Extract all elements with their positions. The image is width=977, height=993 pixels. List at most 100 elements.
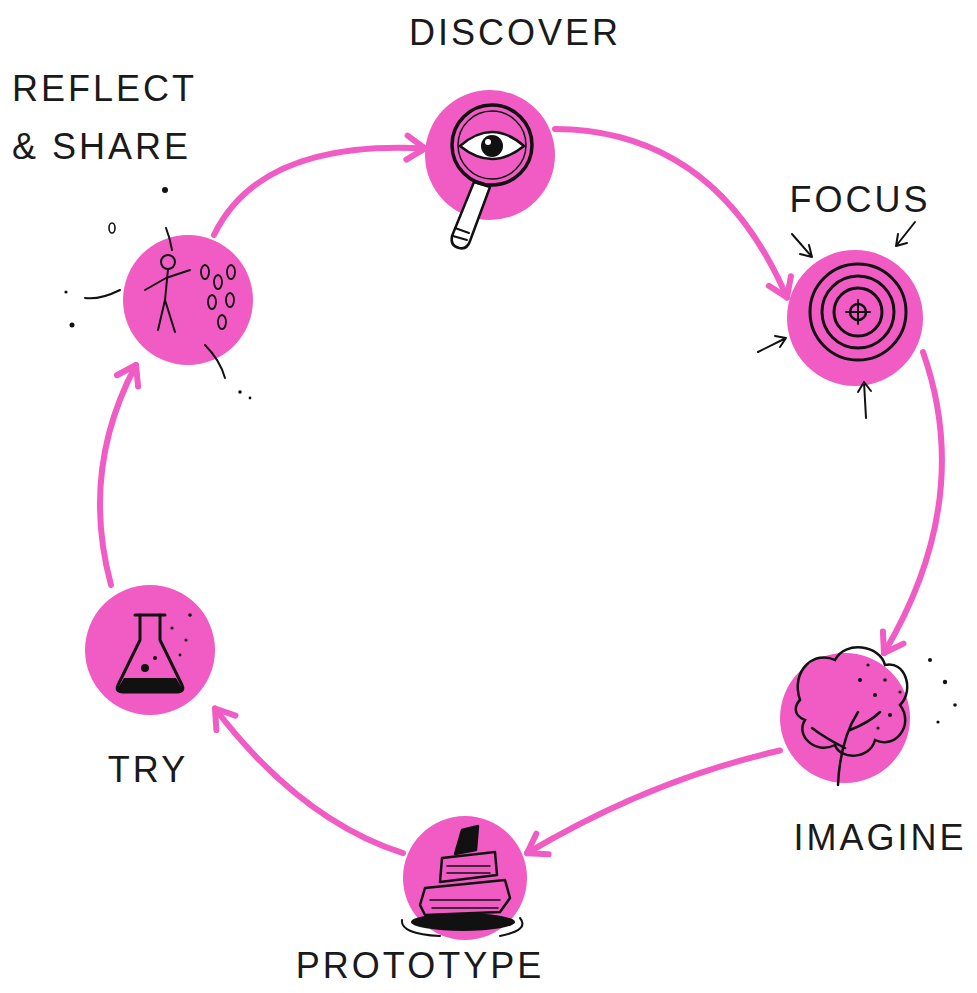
dot [883, 678, 887, 682]
person-body [145, 269, 190, 332]
dot [873, 693, 877, 697]
block [420, 880, 510, 915]
tree-trunk [812, 712, 880, 785]
dot [876, 726, 879, 729]
tree-crown [796, 647, 907, 755]
pointer-arrow [896, 222, 915, 246]
dot [936, 720, 939, 723]
block-hatch [430, 900, 500, 908]
cycle-arrow [527, 751, 780, 855]
stage-node: FOCUS [787, 250, 923, 386]
target-ring [810, 264, 906, 360]
stage-node: TRY [85, 585, 215, 715]
pink-disc [403, 816, 527, 940]
dot [249, 397, 252, 400]
pointer-arrow [858, 382, 871, 418]
crosshair [846, 300, 870, 324]
dot [64, 290, 67, 293]
audience-figure [208, 295, 216, 309]
dot [953, 703, 957, 707]
dot-ring [109, 223, 115, 233]
cycle-arrow [215, 709, 403, 854]
arrow-head [883, 631, 904, 653]
flask-icon [117, 613, 192, 692]
audience-figure [226, 293, 234, 307]
dot [238, 390, 242, 394]
arrow-curve [215, 709, 403, 854]
target-ring [834, 288, 882, 336]
cycle-arrow [883, 352, 942, 653]
audience-figure [201, 265, 209, 279]
block [440, 852, 497, 882]
bubble [153, 656, 157, 660]
arrow-head [769, 276, 791, 297]
stage-label: TRY [108, 749, 188, 790]
stage-node: IMAGINE [780, 653, 910, 783]
arrow-head [406, 136, 425, 160]
handle-stripe [453, 228, 469, 240]
stage-label: DISCOVER [409, 12, 621, 53]
flask-outline [117, 615, 183, 692]
arrow-head [215, 709, 235, 731]
eye-glint [485, 139, 491, 145]
arrow-head [527, 834, 549, 855]
stage-node: DISCOVER [425, 90, 555, 220]
pink-disc [123, 235, 253, 365]
target-ring [822, 276, 894, 348]
idea-dots [858, 658, 957, 730]
dot [866, 663, 869, 666]
stage-label: IMAGINE [793, 817, 966, 858]
shadow-swirl [402, 918, 523, 936]
dot [888, 713, 892, 717]
flask-liquid [118, 678, 182, 692]
stage-label: FOCUS [790, 179, 931, 220]
dot [70, 323, 75, 328]
block [455, 826, 478, 854]
dot [188, 613, 192, 617]
pink-disc [425, 90, 555, 220]
dot [928, 658, 932, 662]
magnifier-icon [452, 105, 532, 248]
cycle-arrow [100, 365, 138, 585]
magnifier-lens [458, 111, 526, 179]
stage-node: PROTOTYPE [403, 816, 527, 940]
eye-pupil [481, 135, 503, 157]
arrow-curve [100, 365, 136, 585]
audience-figure [227, 265, 235, 279]
dot [179, 654, 182, 657]
dot [858, 678, 862, 682]
person-head [161, 255, 175, 269]
stage-label: REFLECT & SHARE [12, 60, 222, 176]
magnifier-handle [452, 182, 490, 248]
arrow-head [117, 365, 138, 387]
flask-rim [135, 614, 165, 617]
eye-outline [460, 132, 524, 159]
blocks-icon [402, 826, 523, 936]
motion-line [85, 228, 225, 378]
arrow-curve [527, 751, 780, 854]
dot [162, 187, 168, 193]
dot [170, 626, 173, 629]
pink-disc [787, 250, 923, 386]
arrow-curve [555, 129, 787, 298]
arrow-curve [214, 148, 425, 235]
pink-disc [85, 585, 215, 715]
cycle-arrow [555, 129, 791, 298]
dot [898, 690, 901, 693]
stage-label: PROTOTYPE [296, 945, 544, 986]
magnifier-lens [452, 105, 532, 185]
bubble [141, 664, 149, 672]
arrow-curve [884, 352, 942, 653]
audience-figure [218, 315, 226, 329]
audience-figure [214, 275, 222, 289]
stage-node: REFLECT & SHARE [123, 235, 253, 365]
idea-tree-icon [796, 647, 957, 785]
block-hatch [447, 866, 490, 873]
target-icon [758, 222, 915, 418]
dot [184, 638, 187, 641]
pointer-arrow [758, 336, 786, 352]
cycle-arrow [214, 136, 425, 235]
pointer-arrow [792, 234, 812, 257]
dot [943, 680, 947, 684]
